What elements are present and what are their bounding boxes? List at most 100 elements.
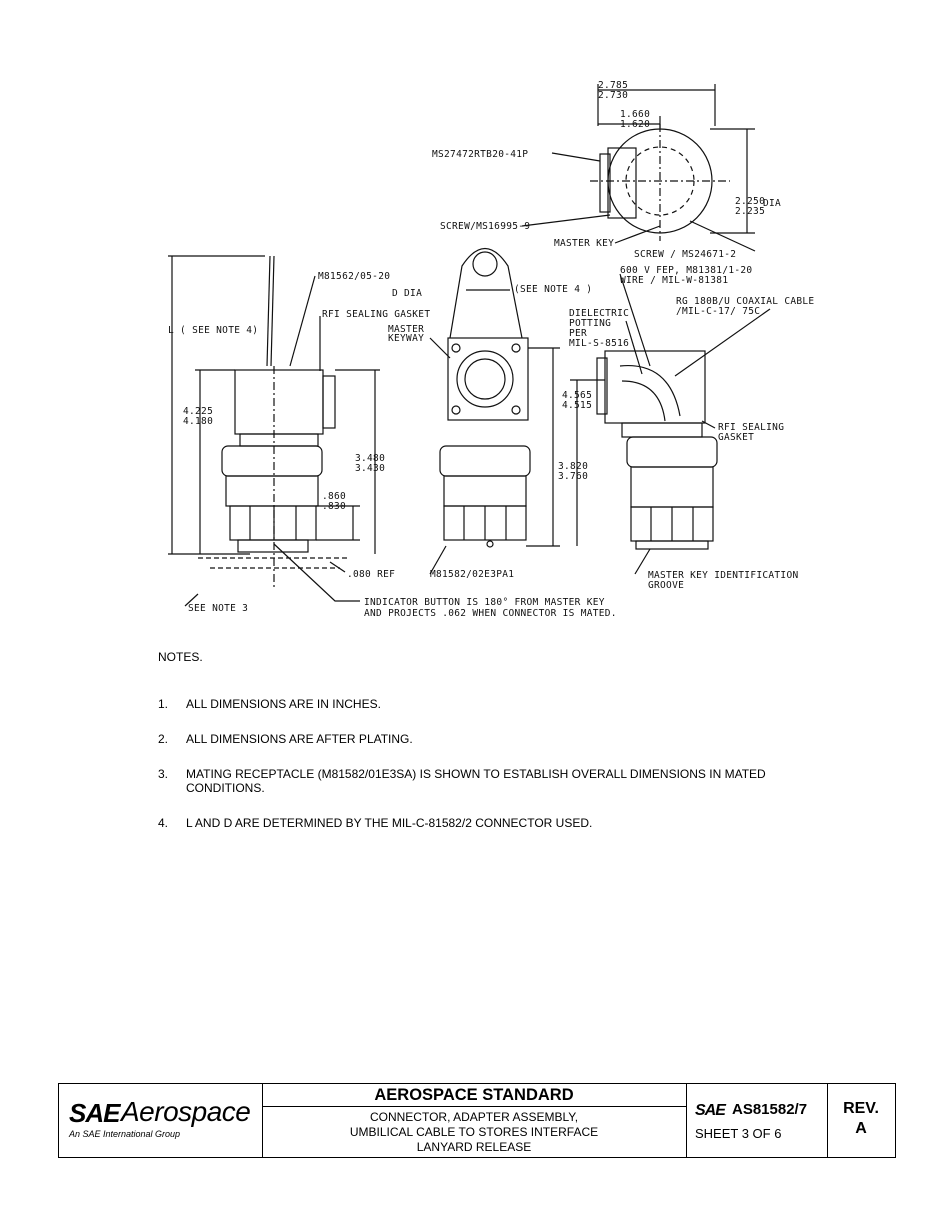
label-potting-3: PER	[569, 328, 587, 339]
leader-m81582-02	[429, 545, 447, 575]
right-upper-coupling	[626, 436, 718, 468]
label-rfi-gasket-right-2: GASKET	[718, 432, 754, 443]
note-number: 1.	[158, 697, 169, 711]
leader-080-ref	[329, 561, 346, 573]
left-connector-flange	[322, 375, 336, 429]
dim-mid-body-upper: 3.820	[558, 461, 588, 472]
dim-top-inner-lower: 1.620	[620, 119, 650, 130]
middle-flange	[447, 337, 529, 421]
revision-label: REV.	[843, 1100, 879, 1117]
left-upper-coupling	[221, 445, 323, 477]
right-elbow-body	[604, 350, 706, 424]
title-block: SAE Aerospace An SAE International Group…	[58, 1083, 896, 1158]
dim-left-nut-upper: .860	[322, 491, 346, 502]
dim-top-overall-upper: 2.785	[598, 80, 628, 91]
leader-coax	[674, 308, 771, 377]
logo-tagline: An SAE International Group	[69, 1129, 181, 1139]
label-see-note3: SEE NOTE 3	[188, 603, 248, 614]
leader-potting	[625, 320, 643, 375]
right-base	[635, 540, 709, 550]
title-line: UMBILICAL CABLE TO STORES INTERFACE	[349, 1125, 599, 1139]
label-m81582-02: M81582/02E3PA1	[430, 569, 514, 580]
leader-master-key-id	[634, 548, 651, 575]
middle-mid-body	[443, 475, 527, 507]
left-hex-nut	[229, 505, 317, 541]
label-indicator-2: AND PROJECTS .062 WHEN CONNECTOR IS MATE…	[364, 608, 617, 619]
label-rfi-gasket-right-1: RFI SEALING	[718, 422, 784, 433]
dim-dia-lower: 2.235	[735, 206, 765, 217]
sheet-number: SHEET 3 OF 6	[695, 1126, 782, 1141]
dim-top-overall-lower: 2.730	[598, 90, 628, 101]
leader-screw-left	[521, 214, 611, 227]
label-wire-2: WIRE / MIL-W-81381	[620, 275, 728, 286]
revision-value: A	[855, 1120, 867, 1137]
note-text: MATING RECEPTACLE (M81582/01E3SA) IS SHO…	[186, 767, 766, 795]
leader-see-note3	[184, 593, 199, 607]
label-screw-right: SCREW / MS24671-2	[634, 249, 736, 260]
dim-left-body-upper: 3.480	[355, 453, 385, 464]
leader-screw-right	[689, 220, 756, 252]
title-block-title-cell: AEROSPACE STANDARD CONNECTOR, ADAPTER AS…	[262, 1084, 687, 1157]
dim-dia-upper: 2.250	[735, 196, 765, 207]
label-potting-4: MIL-S-8516	[569, 338, 629, 349]
flange-screw	[511, 343, 521, 353]
leader-m81562-05	[289, 275, 316, 367]
left-base	[237, 539, 309, 553]
title-block-logo-cell: SAE Aerospace An SAE International Group	[59, 1084, 263, 1157]
end-view-body	[607, 147, 637, 219]
notes-title: NOTES.	[158, 650, 203, 664]
title-block-rev-cell: REV. A	[827, 1084, 895, 1157]
doc-sae-mark: SAE	[695, 1102, 726, 1119]
lanyard-wire	[266, 255, 271, 367]
label-indicator-1: INDICATOR BUTTON IS 180° FROM MASTER KEY	[364, 597, 605, 608]
label-coax-1: RG 180B/U COAXIAL CABLE	[676, 296, 814, 307]
label-wire-1: 600 V FEP, M81381/1-20	[620, 265, 752, 276]
right-neck	[621, 422, 703, 438]
note-number: 4.	[158, 816, 169, 830]
dim-left-nut-lower: .830	[322, 501, 346, 512]
label-master-key: MASTER KEY	[554, 238, 614, 249]
title-line: LANYARD RELEASE	[416, 1140, 532, 1154]
leader-master-keyway	[429, 337, 451, 359]
flange-screw	[451, 343, 461, 353]
lanyard-eye	[472, 251, 498, 277]
top-end-view	[521, 84, 756, 252]
note-number: 2.	[158, 732, 169, 746]
aerospace-logo-word: Aerospace	[121, 1096, 251, 1127]
left-neck	[239, 433, 319, 447]
label-l-see-note: L ( SEE NOTE 4)	[168, 325, 258, 336]
label-m81562-05: M81562/05-20	[318, 271, 390, 282]
label-coax-2: /MIL-C-17/ 75C	[676, 306, 760, 317]
leader-rfi-right	[701, 420, 716, 429]
dim-left-height-upper: 4.225	[183, 406, 213, 417]
label-connector-part: MS27472RTB20-41P	[432, 149, 528, 160]
leader-connector-part	[551, 152, 601, 162]
label-d-dia: D DIA	[392, 288, 422, 299]
dim-left-height-lower: 4.180	[183, 416, 213, 427]
middle-insert-face	[456, 350, 514, 408]
middle-upper-coupling	[439, 445, 531, 477]
right-mid-body	[630, 466, 714, 508]
label-master-key-id-2: GROOVE	[648, 580, 684, 591]
label-potting-2: POTTING	[569, 318, 611, 329]
label-see-note4: (SEE NOTE 4 )	[514, 284, 592, 295]
middle-insert-inner	[464, 358, 506, 400]
dim-dia-suffix: DIA	[763, 198, 781, 209]
leader-wire	[619, 273, 651, 367]
engineering-drawing: 2.785 2.730 1.660 1.620 2.250 2.235 DIA …	[150, 76, 830, 636]
right-section-view	[570, 273, 771, 575]
label-master-keyway-1: MASTER	[388, 324, 424, 335]
coax-path	[621, 380, 666, 422]
middle-front-view	[429, 248, 560, 575]
dim-left-body-lower: 3.430	[355, 463, 385, 474]
label-master-keyway-2: KEYWAY	[388, 333, 424, 344]
label-rfi-gasket-top: RFI SEALING GASKET	[322, 309, 430, 320]
sae-logo-mark: SAE	[69, 1098, 120, 1128]
note-text: L AND D ARE DETERMINED BY THE MIL-C-8158…	[186, 816, 593, 830]
note-text: ALL DIMENSIONS ARE AFTER PLATING.	[186, 732, 413, 746]
left-mid-body	[225, 475, 319, 507]
title-block-doc-cell: SAE AS81582/7 SHEET 3 OF 6	[686, 1084, 828, 1157]
label-potting-1: DIELECTRIC	[569, 308, 629, 319]
label-master-key-id-1: MASTER KEY IDENTIFICATION	[648, 570, 799, 581]
note-number: 3.	[158, 767, 169, 781]
